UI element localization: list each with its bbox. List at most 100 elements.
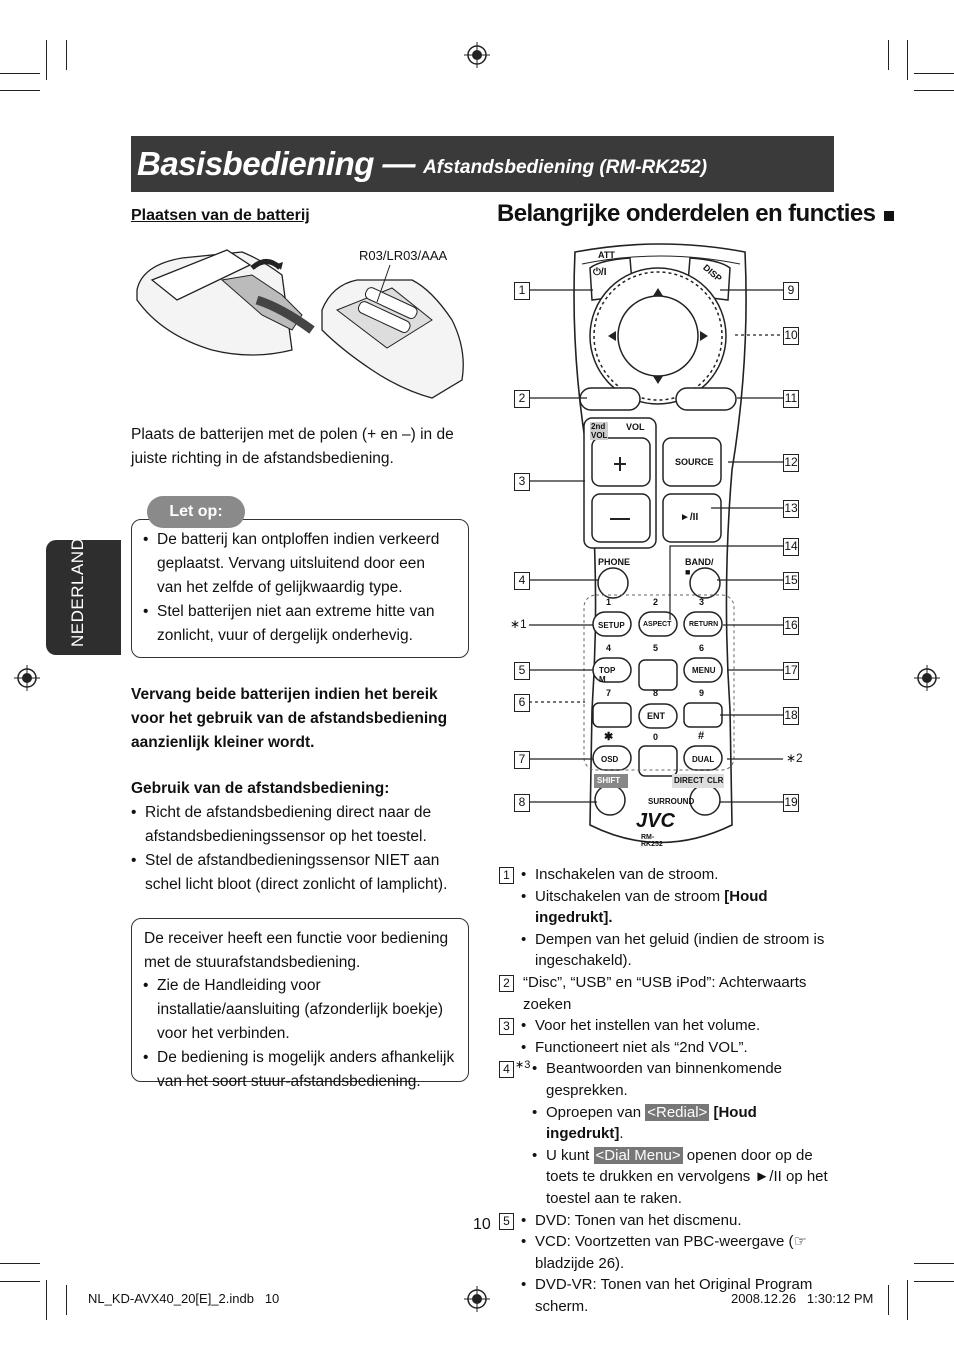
key-7: 7 bbox=[606, 688, 612, 698]
key-1: 1 bbox=[606, 597, 612, 607]
desc-item: Functioneert niet als “2nd VOL”. bbox=[519, 1037, 837, 1059]
desc-bold: [Houd ingedrukt] bbox=[546, 1103, 757, 1143]
key-4: 4 bbox=[606, 643, 612, 653]
key-0: 0 bbox=[653, 732, 659, 742]
caution-box bbox=[131, 519, 469, 658]
battery-type-label: R03/LR03/AAA bbox=[359, 248, 448, 263]
play-label: ►/II bbox=[680, 512, 699, 523]
desc-text: Oproepen van bbox=[546, 1103, 642, 1121]
callout-18: 18 bbox=[783, 707, 799, 725]
callout-1: 1 bbox=[514, 282, 530, 300]
remote-illustration bbox=[573, 243, 747, 844]
desc-num-4: 4 bbox=[499, 1061, 514, 1079]
footer-file: NL_KD-AVX40_20[E]_2.indb 10 bbox=[88, 1291, 280, 1306]
callout-12: 12 bbox=[783, 454, 799, 472]
att-label: ATT bbox=[598, 250, 615, 260]
battery-illustration bbox=[136, 249, 464, 399]
desc-note: ∗3 bbox=[515, 1059, 531, 1072]
key-6: 6 bbox=[699, 643, 705, 653]
callout-7: 7 bbox=[514, 751, 530, 769]
key-hash: # bbox=[698, 730, 705, 742]
callout-15: 15 bbox=[783, 572, 799, 590]
topm-label: TOP M bbox=[599, 666, 616, 684]
key-5: 5 bbox=[653, 643, 659, 653]
aspect-label: ASPECT bbox=[643, 621, 672, 628]
usage-item: Richt de afstandsbediening direct naar d… bbox=[129, 801, 464, 849]
desc-item: Voor het instellen van het volume. bbox=[519, 1015, 837, 1037]
callout-10: 10 bbox=[783, 327, 799, 345]
model-label: RM-RK252 bbox=[641, 834, 663, 848]
callout-19: 19 bbox=[783, 794, 799, 812]
callout-6: 6 bbox=[514, 694, 530, 712]
usage-heading: Gebruik van de afstandsbediening: bbox=[131, 780, 390, 797]
battery-paragraph: Plaats de batterijen met de polen (+ en … bbox=[131, 426, 454, 467]
desc-item: Uitschakelen van de stroom [Houd ingedru… bbox=[519, 886, 837, 929]
desc-item: Oproepen van <Redial> [Houd ingedrukt]. bbox=[530, 1102, 837, 1145]
page-subtitle: Afstandsbediening (RM-RK252) bbox=[423, 157, 708, 178]
battery-heading: Plaatsen van de batterij bbox=[131, 207, 310, 224]
source-label: SOURCE bbox=[675, 457, 714, 467]
key-3: 3 bbox=[699, 597, 705, 607]
vol-label: VOL bbox=[626, 422, 645, 432]
steering-item: De bediening is mogelijk anders afhankel… bbox=[141, 1046, 457, 1094]
jvc-logo: JVC bbox=[636, 810, 675, 832]
desc-item: Beantwoorden van binnenkomende gesprekke… bbox=[530, 1058, 837, 1101]
redial-highlight: <Redial> bbox=[645, 1103, 710, 1121]
key-star: ✱ bbox=[604, 731, 614, 743]
clr-label: CLR bbox=[707, 776, 724, 785]
replace-note: Vervang beide batterijen indien het bere… bbox=[131, 686, 448, 751]
page-title: Basisbediening — bbox=[137, 145, 416, 182]
title-banner: Basisbediening — Afstandsbediening (RM-R… bbox=[131, 136, 834, 192]
desc-item: Inschakelen van de stroom. bbox=[519, 864, 837, 886]
page-number: 10 bbox=[473, 1216, 491, 1233]
steering-intro: De receiver heeft een functie voor bedie… bbox=[144, 930, 449, 971]
setup-label: SETUP bbox=[598, 621, 625, 630]
note-star1: ∗1 bbox=[510, 617, 527, 631]
description-list: 1 Inschakelen van de stroom. Uitschakele… bbox=[497, 864, 837, 1317]
language-tab-label: NEDERLANDS bbox=[68, 525, 87, 647]
desc-text: toets te drukken en vervolgens ►/II op h… bbox=[546, 1168, 828, 1207]
language-tab: NEDERLANDS bbox=[46, 526, 121, 655]
band-label: BAND/■ bbox=[685, 557, 714, 577]
phone-label: PHONE bbox=[598, 557, 631, 567]
desc-text: openen door op de bbox=[686, 1146, 813, 1164]
key-9: 9 bbox=[699, 688, 705, 698]
registration-mark-icon bbox=[914, 665, 940, 691]
osd-label: OSD bbox=[601, 755, 619, 764]
parts-heading: Belangrijke onderdelen en functies bbox=[497, 200, 895, 228]
callout-9: 9 bbox=[783, 282, 799, 300]
desc-text: . bbox=[619, 1125, 624, 1143]
callout-lines bbox=[529, 289, 783, 803]
desc-item: DVD: Tonen van het discmenu. bbox=[519, 1210, 837, 1232]
callout-16: 16 bbox=[783, 617, 799, 635]
callout-2: 2 bbox=[514, 390, 530, 408]
caution-label: Let op: bbox=[147, 496, 245, 528]
callout-14: 14 bbox=[783, 538, 799, 556]
registration-mark-icon bbox=[464, 42, 490, 68]
key-8: 8 bbox=[653, 688, 659, 698]
desc-num-3: 3 bbox=[499, 1018, 514, 1036]
desc-num-5: 5 bbox=[499, 1212, 514, 1230]
direct-label: DIRECT bbox=[674, 776, 704, 785]
registration-mark-icon bbox=[464, 1286, 490, 1312]
desc-item: U kunt <Dial Menu> openen door op de toe… bbox=[530, 1145, 837, 1210]
usage-item: Stel de afstandbedieningssensor NIET aan… bbox=[129, 849, 464, 897]
ent-label: ENT bbox=[647, 711, 665, 721]
vol2-label: 2nd VOL bbox=[590, 422, 609, 440]
shift-label: SHIFT bbox=[597, 776, 621, 785]
callout-11: 11 bbox=[783, 390, 799, 408]
dial-menu-highlight: <Dial Menu> bbox=[593, 1146, 683, 1164]
callout-4: 4 bbox=[514, 572, 530, 590]
caution-item: De batterij kan ontploffen indien verkee… bbox=[141, 528, 453, 600]
callout-13: 13 bbox=[783, 500, 799, 518]
desc-num-1: 1 bbox=[499, 867, 514, 884]
desc-text: U kunt bbox=[546, 1146, 590, 1164]
desc-item: DVD-VR: Tonen van het Original Program s… bbox=[519, 1274, 837, 1317]
callout-5: 5 bbox=[514, 662, 530, 680]
note-star2: ∗2 bbox=[786, 751, 803, 765]
steering-item: Zie de Handleiding voor installatie/aans… bbox=[141, 974, 457, 1046]
dual-label: DUAL bbox=[692, 755, 715, 764]
footer-date: 2008.12.26 1:30:12 PM bbox=[731, 1291, 874, 1306]
key-2: 2 bbox=[653, 597, 659, 607]
desc-item: Dempen van het geluid (indien de stroom … bbox=[519, 929, 837, 972]
